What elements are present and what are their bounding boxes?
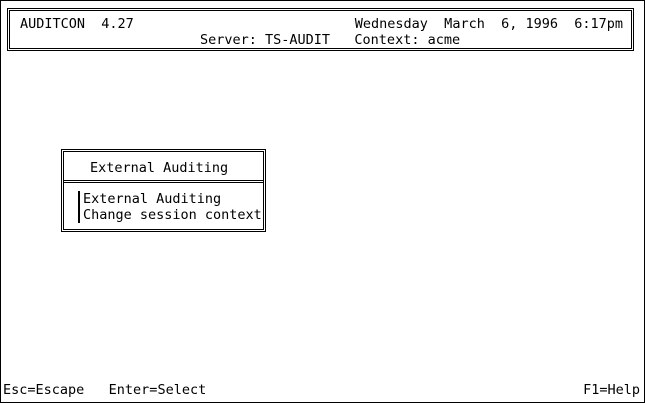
- menu-title-box: External Auditing: [64, 152, 263, 183]
- app-title: AUDITCON 4.27: [20, 16, 134, 32]
- escape-key-hint[interactable]: Esc=Escape: [3, 382, 85, 398]
- menu-box: External Auditing External Auditing Chan…: [61, 149, 266, 232]
- select-key-hint[interactable]: Enter=Select: [108, 382, 207, 398]
- help-key-hint[interactable]: F1=Help: [583, 382, 640, 398]
- header-box: AUDITCON 4.27 Wednesday March 6, 1996 6:…: [7, 8, 634, 51]
- menu-list: External Auditing Change session context: [78, 191, 262, 223]
- menu-item-external-auditing[interactable]: External Auditing: [83, 191, 222, 207]
- date-time: Wednesday March 6, 1996 6:17pm: [354, 16, 623, 32]
- menu-item-change-session-context[interactable]: Change session context: [83, 207, 262, 223]
- menu-title: External Auditing: [90, 160, 229, 176]
- server-context: Server: TS-AUDIT Context: acme: [200, 32, 461, 48]
- footer-keys: Esc=Escape Enter=Select: [3, 383, 206, 398]
